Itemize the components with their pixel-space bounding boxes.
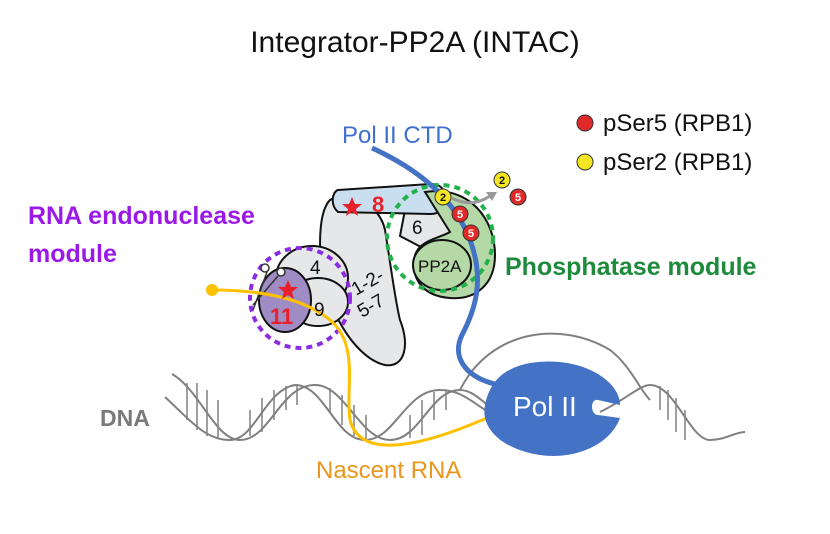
bound-badge-2: 5	[457, 209, 463, 221]
endonuclease-module-ring	[248, 246, 352, 350]
scissors-icon	[252, 263, 286, 311]
active-site-star-icon-8	[342, 197, 362, 216]
phosphatase-module-ring	[385, 183, 495, 293]
bound-badge-3: 5	[468, 228, 474, 240]
legend: pSer5 (RPB1) pSer2 (RPB1)	[576, 110, 752, 176]
pser5-badge-icon	[509, 188, 527, 206]
bound-badge-1: 2	[440, 192, 446, 204]
phosphatase-module-label: Phosphatase module	[505, 253, 757, 281]
legend-pser5-label: pSer5 (RPB1)	[603, 110, 752, 137]
pser2-badge-icon	[434, 188, 452, 206]
subunit-9-label: 9	[314, 300, 325, 321]
pol-ii-enzyme	[484, 361, 620, 456]
dna-strand-1	[171, 373, 521, 442]
dna-label: DNA	[100, 405, 150, 431]
rna-endonuclease-module-label-line1: RNA endonuclease	[28, 202, 255, 230]
released-badge-2: 5	[515, 192, 521, 204]
active-site-star-icon-11	[278, 280, 298, 299]
dna-strand-2	[164, 383, 511, 442]
diagram-title: Integrator-PP2A (INTAC)	[250, 26, 580, 59]
released-phospho-marks: 2 5	[493, 171, 527, 206]
pol-ii-label: Pol II	[513, 391, 577, 422]
pser2-badge-icon	[493, 171, 511, 189]
legend-pser2-label: pSer2 (RPB1)	[603, 149, 752, 176]
rna-endonuclease-module-label-line2: module	[28, 240, 117, 268]
pser5-legend-dot-icon	[576, 114, 594, 132]
nascent-rna-strand	[211, 288, 546, 447]
pp2a-label: PP2A	[418, 257, 462, 276]
dephosphorylation-arrow-icon	[451, 194, 491, 205]
nascent-rna-label: Nascent RNA	[316, 457, 461, 484]
released-badge-1: 2	[499, 175, 505, 187]
bound-phospho-marks: 2 5 5	[434, 188, 480, 242]
arrow-head-icon	[486, 192, 497, 201]
pser5-badge-icon	[451, 205, 469, 223]
pol-ii-ctd-tail	[370, 145, 501, 388]
dna-upstream-arc	[459, 332, 651, 401]
pser5-badge-icon	[462, 224, 480, 242]
subunit-11-label: 11	[270, 304, 293, 329]
pol-ii-ctd-label: Pol II CTD	[342, 122, 453, 149]
subunit-4-label: 4	[310, 258, 321, 279]
dna-helix	[164, 332, 746, 442]
subunit-8-label: 8	[372, 192, 384, 217]
subunit-6-label: 6	[412, 218, 423, 239]
dna-downstream-strand	[599, 383, 746, 442]
rna-5prime-cap-icon	[206, 284, 218, 296]
pser2-legend-dot-icon	[576, 153, 594, 171]
